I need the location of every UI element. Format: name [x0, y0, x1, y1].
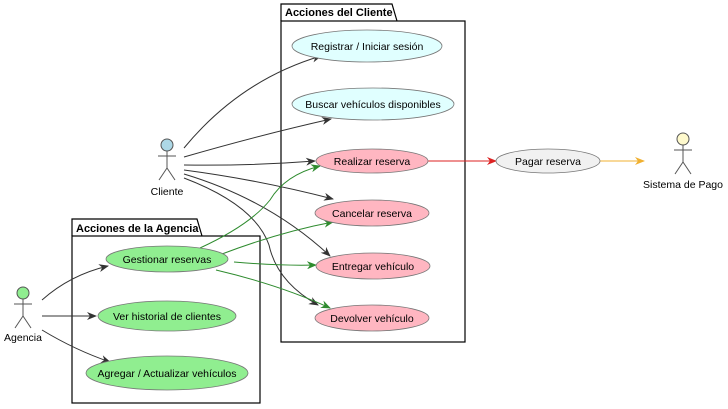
actor-agencia-head — [16, 286, 30, 300]
use-case-entregar[interactable]: Entregar vehículo — [315, 252, 431, 280]
package-acciones-agencia: Acciones de la Agencia — [71, 218, 261, 404]
use-case-pagar-shape — [495, 148, 601, 174]
actor-sistema-pago-head — [676, 132, 690, 146]
actor-sistema-pago-name: Sistema de Pago — [643, 179, 723, 191]
use-case-agregar-label: Agregar / Actualizar vehículos — [98, 368, 237, 380]
use-case-pagar-label: Pagar reserva — [515, 156, 581, 168]
use-case-agregar-shape — [85, 355, 249, 391]
use-case-devolver[interactable]: Devolver vehículo — [314, 304, 430, 332]
use-case-devolver-label: Devolver vehículo — [330, 313, 414, 325]
use-case-agregar[interactable]: Agregar / Actualizar vehículos — [85, 355, 249, 391]
package-acciones-cliente: Acciones del Cliente — [280, 3, 466, 343]
edges-agencia — [41, 264, 111, 363]
actor-agencia-name: Agencia — [4, 332, 42, 344]
edge-agencia-gestionar — [41, 264, 109, 301]
actor-cliente-head — [160, 138, 174, 152]
package-title-cliente: Acciones del Cliente — [285, 7, 393, 19]
actor-sistema-pago[interactable]: Sistema de Pago — [643, 132, 723, 191]
edge-gestionar-realizar — [199, 164, 321, 249]
use-case-cancelar-shape — [314, 199, 430, 227]
edge-gestionar-entregar — [233, 261, 317, 270]
actor-cliente[interactable]: Cliente — [151, 138, 184, 198]
use-case-entregar-shape — [315, 252, 431, 280]
use-case-realizar-shape — [315, 148, 429, 174]
edge-cliente-cancelar — [183, 169, 334, 201]
use-case-historial-shape — [97, 300, 237, 332]
use-case-registrar[interactable]: Registrar / Iniciar sesión — [291, 29, 443, 63]
use-case-historial-label: Ver historial de clientes — [113, 311, 221, 323]
edge-cliente-realizar — [183, 157, 316, 166]
edges-gestionar — [199, 164, 334, 309]
edge-gestionar-devolver — [215, 269, 331, 309]
actor-agencia[interactable]: Agencia — [4, 286, 42, 344]
use-case-realizar-label: Realizar reserva — [334, 156, 411, 168]
use-case-gestionar-shape — [105, 245, 229, 273]
edge-agencia-agregar — [41, 329, 111, 363]
edge-cliente-registrar — [183, 54, 322, 149]
use-case-cancelar[interactable]: Cancelar reserva — [314, 199, 430, 227]
use-case-buscar-shape — [291, 87, 455, 121]
use-case-registrar-label: Registrar / Iniciar sesión — [311, 41, 424, 53]
edge-cliente-entregar — [183, 173, 331, 257]
use-case-gestionar[interactable]: Gestionar reservas — [105, 245, 229, 273]
use-case-cancelar-label: Cancelar reserva — [332, 208, 412, 220]
use-case-pagar[interactable]: Pagar reserva — [495, 148, 601, 174]
use-case-entregar-label: Entregar vehículo — [332, 261, 414, 273]
actor-cliente-name: Cliente — [151, 186, 184, 198]
use-case-buscar-label: Buscar vehículos disponibles — [305, 99, 440, 111]
package-title-agencia: Acciones de la Agencia — [76, 223, 199, 235]
use-case-buscar[interactable]: Buscar vehículos disponibles — [291, 87, 455, 121]
use-case-historial[interactable]: Ver historial de clientes — [97, 300, 237, 332]
use-case-registrar-shape — [291, 29, 443, 63]
edge-cliente-buscar — [183, 117, 332, 158]
use-case-gestionar-label: Gestionar reservas — [123, 254, 212, 266]
edge-gestionar-cancelar — [221, 219, 334, 255]
use-case-devolver-shape — [314, 304, 430, 332]
use-case-realizar[interactable]: Realizar reserva — [315, 148, 429, 174]
edge-cliente-devolver — [183, 177, 319, 306]
